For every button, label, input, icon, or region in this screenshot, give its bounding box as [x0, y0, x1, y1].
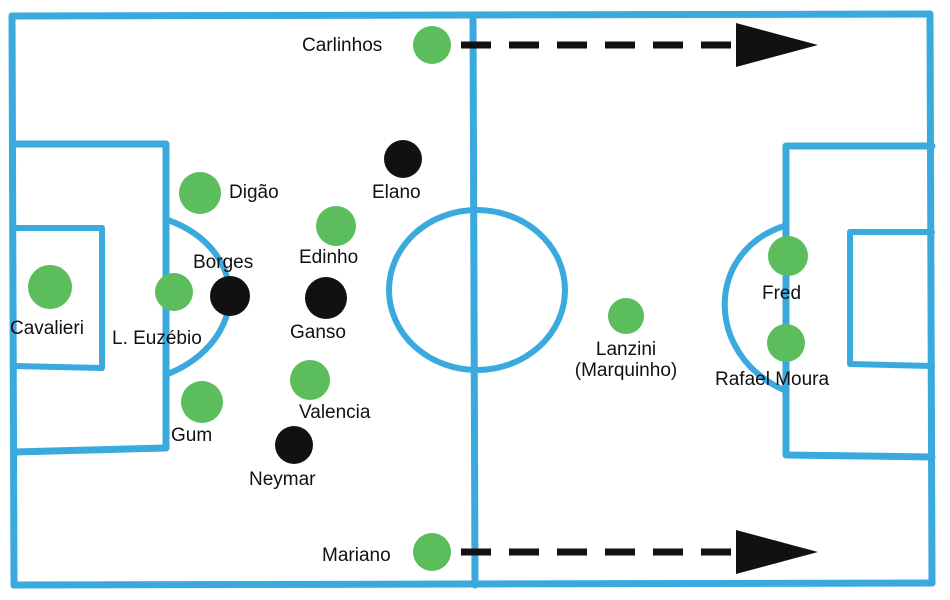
runs-layer: [461, 23, 818, 574]
player-label-edinho: Edinho: [299, 247, 359, 268]
goal-area-right: [847, 229, 935, 369]
player-label-neymar: Neymar: [249, 469, 316, 490]
player-label-carlinhos: Carlinhos: [302, 35, 383, 56]
player-marker-elano: [384, 140, 422, 178]
penalty-area-right: [782, 142, 936, 461]
player-marker-borges: [210, 276, 250, 316]
player-label-lanzini: Lanzini (Marquinho): [574, 339, 678, 381]
player-marker-edinho: [316, 206, 356, 246]
player-marker-valencia: [290, 360, 330, 400]
pitch-markings: [8, 10, 936, 589]
halfway-line: [469, 12, 479, 589]
player-label-cavalieri: Cavalieri: [10, 318, 84, 339]
player-marker-lanzini: [608, 298, 644, 334]
run-arrow-mariano: [461, 530, 818, 574]
player-label-valencia: Valencia: [299, 402, 371, 423]
player-marker-carlinhos: [413, 26, 451, 64]
player-label-fred: Fred: [762, 283, 802, 304]
player-label-rafael-moura: Rafael Moura: [715, 369, 830, 390]
goal-area-left: [11, 225, 105, 371]
goal-line-right: [926, 10, 936, 587]
player-marker-rafael-moura: [767, 324, 805, 362]
player-marker-mariano: [413, 533, 451, 571]
player-marker-ganso: [305, 277, 347, 319]
arrowhead-icon: [736, 23, 818, 67]
player-label-gum: Gum: [171, 425, 213, 446]
player-label-borges: Borges: [193, 252, 254, 273]
player-label-digao: Digão: [229, 182, 279, 203]
player-marker-cavalieri: [28, 265, 72, 309]
arrowhead-icon: [736, 530, 818, 574]
penalty-arc-right: [721, 223, 787, 393]
players-layer: [28, 26, 808, 571]
player-label-elano: Elano: [372, 182, 421, 203]
player-marker-neymar: [275, 426, 313, 464]
center-circle: [386, 207, 568, 373]
player-label-mariano: Mariano: [322, 545, 391, 566]
player-label-ganso: Ganso: [290, 322, 346, 343]
player-marker-gum: [181, 381, 223, 423]
player-marker-l-euzebio: [155, 273, 193, 311]
run-arrow-carlinhos: [461, 23, 818, 67]
player-label-l-euzebio: L. Euzébio: [112, 328, 202, 349]
player-marker-digao: [179, 172, 221, 214]
player-marker-fred: [768, 236, 808, 276]
goal-line-left: [8, 12, 18, 589]
